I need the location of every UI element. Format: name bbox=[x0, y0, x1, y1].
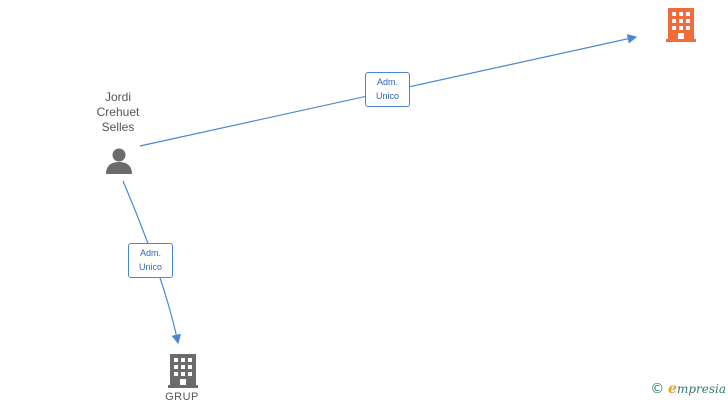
copyright-icon: © bbox=[650, 381, 665, 397]
company-name-bottom[interactable]: GRUP bbox=[165, 391, 199, 403]
person-icon[interactable] bbox=[104, 145, 134, 175]
edge-label-role: Adm. Unico bbox=[365, 72, 410, 107]
empresia-watermark: © empresia bbox=[650, 381, 726, 397]
edge-label-role: Adm. Unico bbox=[128, 243, 173, 278]
building-icon[interactable] bbox=[168, 352, 198, 388]
brand-initial: e bbox=[668, 381, 677, 397]
person-name[interactable]: Jordi Crehuet Selles bbox=[96, 90, 140, 134]
building-icon[interactable] bbox=[666, 6, 696, 42]
brand-name: mpresia bbox=[676, 382, 726, 396]
